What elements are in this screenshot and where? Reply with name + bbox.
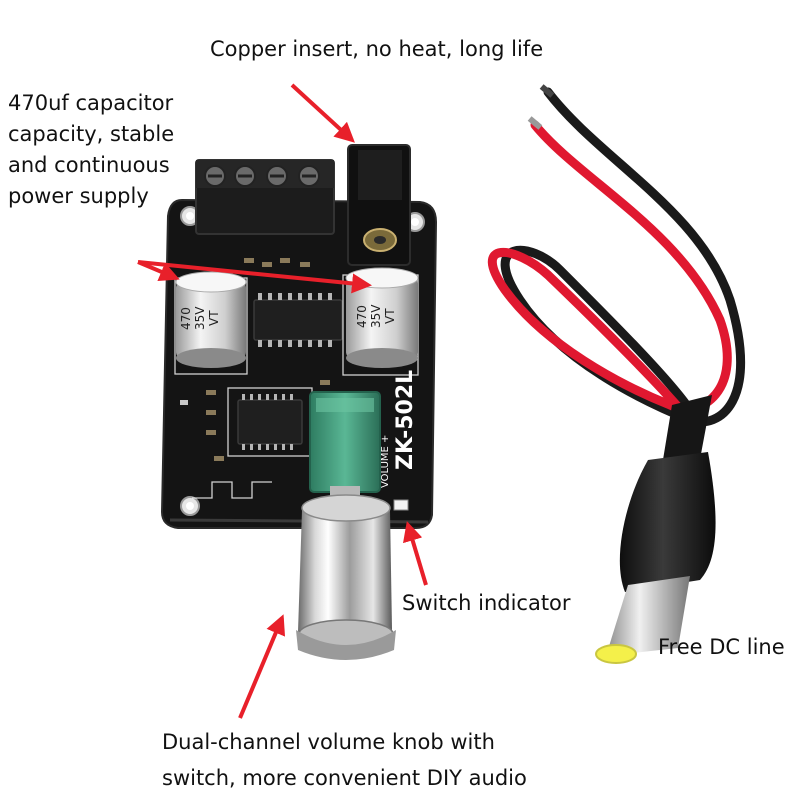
ic-chips <box>237 293 343 450</box>
terminal-block <box>195 159 335 235</box>
red-wire <box>487 120 732 420</box>
cap-right-series: VT <box>383 308 397 324</box>
dc-plug-body <box>619 452 716 592</box>
arrow-switch <box>403 521 428 586</box>
knob-label-line-2: switch, more convenient DIY audio <box>162 766 527 790</box>
knob-label-line-1: Dual-channel volume knob with <box>162 730 495 754</box>
arrow-copper <box>290 83 355 143</box>
arrow-cap-right <box>137 260 372 294</box>
cap-right-value: 470 <box>355 305 369 328</box>
callout-arrows <box>137 83 428 719</box>
cap-right-voltage: 35V <box>369 304 383 328</box>
knob-label: Dual-channel volume knob with switch, mo… <box>162 724 527 796</box>
capacitor-label: 470uf capacitor capacity, stable and con… <box>8 88 174 212</box>
board-model-label: ZK-502L <box>393 370 418 470</box>
black-wire <box>500 87 745 427</box>
board-volume-label: VOLUME + <box>380 435 391 488</box>
dc-jack <box>347 144 411 266</box>
smd-components <box>180 258 330 461</box>
cap-left-series: VT <box>207 310 221 326</box>
arrow-knob <box>238 614 286 719</box>
capacitor-left: 470 35V VT <box>175 271 247 368</box>
capacitor-label-line-4: power supply <box>8 184 149 208</box>
cap-left-voltage: 35V <box>193 306 207 330</box>
cap-left-value: 470 <box>179 307 193 330</box>
copper-insert-label: Copper insert, no heat, long life <box>210 37 544 61</box>
dc-plug-tip-end <box>595 644 637 664</box>
dc-plug-tip <box>606 576 690 656</box>
amplifier-board: ZK-502L VOLUME + 470 35V VT 470 35V VT <box>160 144 438 660</box>
capacitor-label-line-2: capacity, stable <box>8 122 175 146</box>
capacitor-label-line-3: and continuous <box>8 153 170 177</box>
volume-knob <box>296 494 396 660</box>
switch-indicator-led <box>393 499 409 511</box>
switch-indicator-label: Switch indicator <box>402 591 571 615</box>
capacitor-label-line-1: 470uf capacitor <box>8 91 174 115</box>
arrow-cap-left <box>137 260 180 282</box>
volume-potentiometer <box>309 391 381 500</box>
dc-line-label: Free DC line <box>658 635 785 659</box>
dc-cable <box>487 84 745 664</box>
